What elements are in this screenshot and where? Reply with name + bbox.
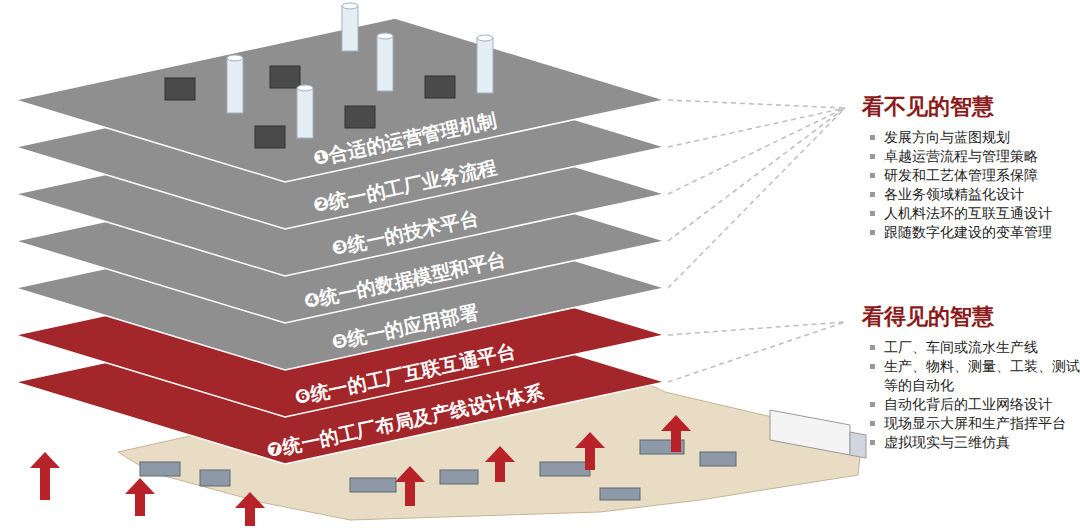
bullet-mark <box>870 230 875 235</box>
bullet-item: 发展方向与蓝图规划 <box>870 128 1080 147</box>
truck <box>770 410 866 458</box>
side-panel: 看得见的智慧工厂、车间或流水生产线生产、物料、测量、工装、测试等的自动化自动化背… <box>862 302 1080 452</box>
bullet-mark <box>870 173 875 178</box>
bullet-mark <box>870 402 875 407</box>
bullet-mark <box>870 440 875 445</box>
machines <box>140 440 736 500</box>
bullet-mark <box>870 154 875 159</box>
bullet-item: 人机料法环的互联互通设计 <box>870 204 1080 223</box>
section-heading: 看不见的智慧 <box>862 92 1080 122</box>
bullet-item: 生产、物料、测量、工装、测试等的自动化 <box>870 357 1080 395</box>
bullet-mark <box>870 192 875 197</box>
side-panel: 看不见的智慧发展方向与蓝图规划卓越运营流程与管理策略研发和工艺体管理系保障各业务… <box>862 92 1080 242</box>
bullet-mark <box>870 211 875 216</box>
bullet-item: 跟随数字化建设的变革管理 <box>870 223 1080 242</box>
bullet-mark <box>870 345 875 350</box>
bullet-mark <box>870 421 875 426</box>
bullet-item: 现场显示大屏和生产指挥平台 <box>870 414 1080 433</box>
bullet-item: 研发和工艺体管理系保障 <box>870 166 1080 185</box>
bullet-item: 自动化背后的工业网络设计 <box>870 395 1080 414</box>
bullet-item: 各业务领域精益化设计 <box>870 185 1080 204</box>
bullet-item: 卓越运营流程与管理策略 <box>870 147 1080 166</box>
bullet-mark <box>870 364 875 369</box>
section-heading: 看得见的智慧 <box>862 302 1080 332</box>
bullet-item: 工厂、车间或流水生产线 <box>870 338 1080 357</box>
bullet-item: 虚拟现实与三维仿真 <box>870 433 1080 452</box>
leader-lines <box>668 100 845 382</box>
bullet-mark <box>870 135 875 140</box>
layer-band: ❶合适的运营管理机制 <box>15 18 665 182</box>
